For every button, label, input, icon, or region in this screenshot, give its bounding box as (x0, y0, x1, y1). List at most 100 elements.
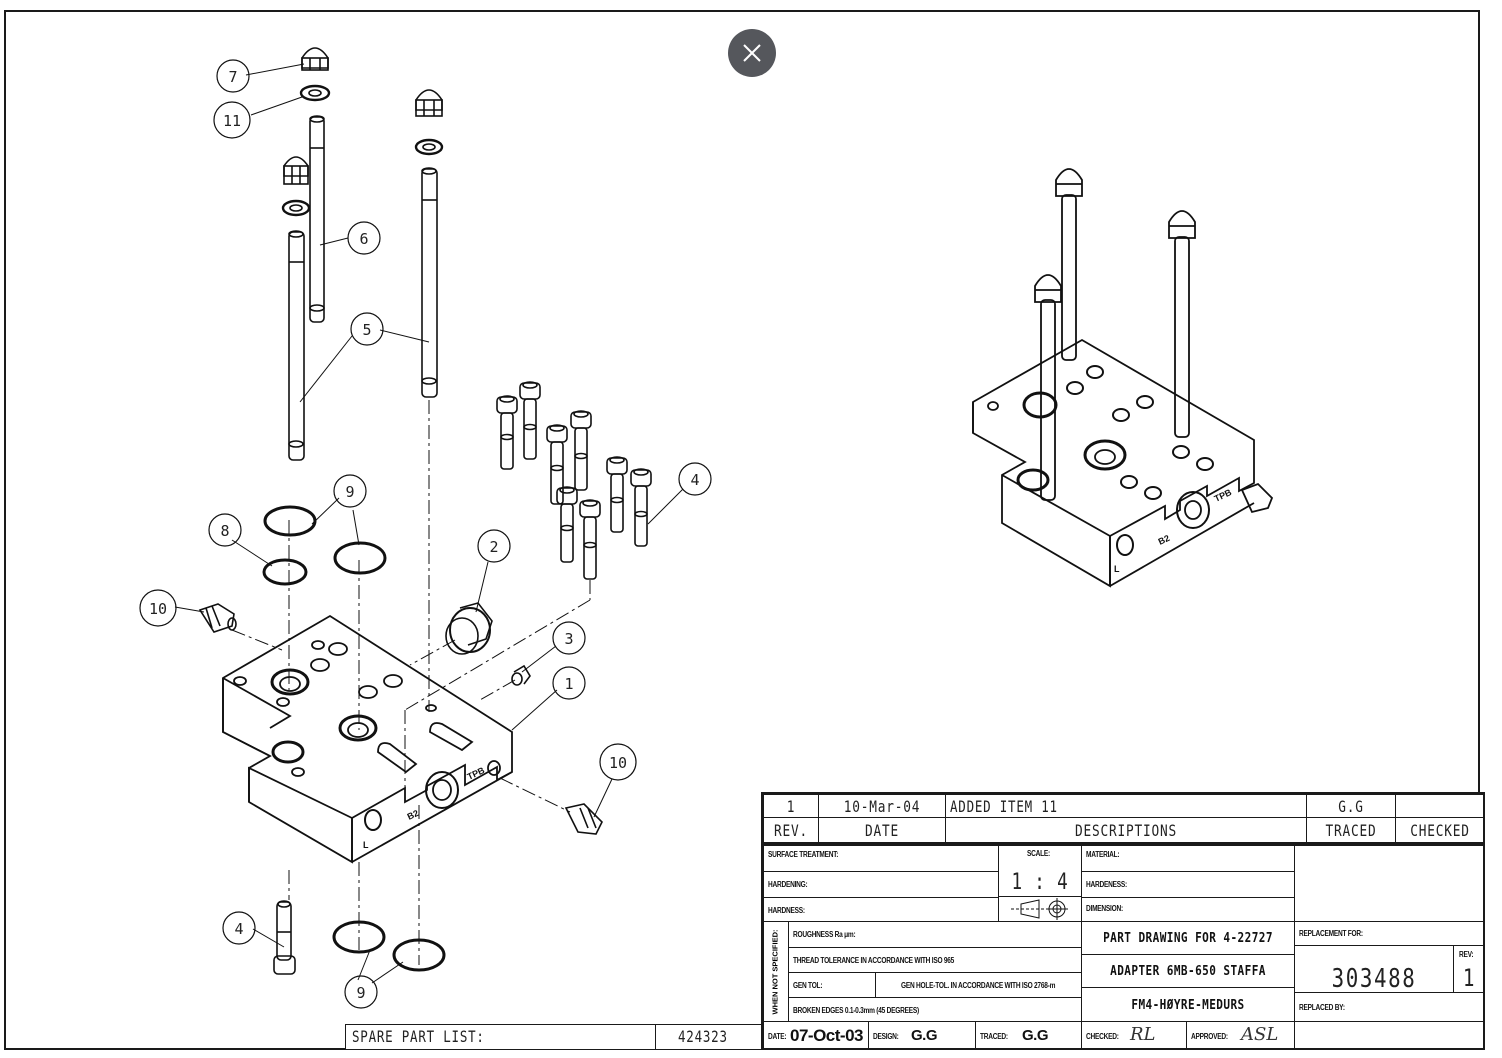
fitting-10 (198, 603, 237, 633)
rev-label: REV: (1459, 950, 1474, 959)
stud-6 (309, 115, 325, 323)
balloon-label-4: 4 (690, 471, 699, 489)
balloons (139, 59, 712, 1009)
approved-label: APPROVED: (1191, 1032, 1228, 1041)
approved-signature: ASL (1241, 1024, 1279, 1045)
balloon-label-4b: 4 (234, 920, 243, 938)
broken-edges-text: BROKEN EDGES 0.1-0.3mm (45 DEGREES) (793, 1006, 919, 1015)
balloon-label-11: 11 (223, 112, 241, 130)
balloon-label-3: 3 (564, 630, 573, 648)
checked-label: CHECKED: (1086, 1032, 1119, 1041)
balloon-4b (222, 911, 256, 945)
blank-field (1294, 1021, 1485, 1050)
cap-screw-4-bottom (273, 900, 296, 975)
spare-part-list: SPARE PART LIST: 424323 (345, 1024, 763, 1050)
balloon-11 (213, 101, 251, 139)
dimension-label: DIMENSION: (1086, 904, 1123, 913)
rev-description: ADDED ITEM 11 (950, 797, 1058, 816)
gen-hole-tol-text: GEN HOLE-TOL. IN ACCORDANCE WITH ISO 276… (901, 981, 1056, 990)
balloon-label-6: 6 (359, 230, 368, 248)
rev-date: 10-Mar-04 (843, 797, 921, 816)
acorn-nut (283, 156, 309, 185)
balloon-10b (599, 743, 637, 781)
traced-value: G.G (1022, 1027, 1049, 1044)
rev-value: 1 (1462, 964, 1476, 992)
balloon-1 (552, 666, 586, 700)
balloon-label-8: 8 (220, 522, 229, 540)
date-label: DATE: (768, 1032, 787, 1041)
balloon-label-10: 10 (149, 600, 167, 618)
balloon-7 (216, 59, 250, 93)
projection-symbol (998, 896, 1082, 922)
design-label: DESIGN: (873, 1032, 899, 1041)
balloon-8 (208, 513, 242, 547)
port-marking-b2: B2 (406, 808, 421, 822)
hardness-label: HARDNESS: (768, 906, 805, 915)
replaced-by-label: REPLACED BY: (1299, 1003, 1345, 1012)
hardeness-label: HARDENESS: (1086, 880, 1127, 889)
washer-11 (299, 84, 331, 102)
title-line-1: PART DRAWING FOR 4-22727 (1103, 931, 1273, 946)
port-marking-l: L (363, 840, 369, 850)
replacement-for-label: REPLACEMENT FOR: (1299, 929, 1363, 938)
balloon-2 (477, 529, 511, 563)
rev-header: REV. (773, 821, 809, 840)
title-block: SURFACE TREATMENT: HARDENING: HARDNESS: … (761, 843, 1485, 1050)
manifold-block-1 (222, 614, 513, 864)
plug-2 (445, 602, 493, 655)
balloon-label-9: 9 (345, 483, 354, 501)
checked-signature: RL (1130, 1024, 1156, 1045)
balloon-label-2: 2 (489, 538, 498, 556)
cap-screws-4 (496, 381, 652, 580)
balloon-9b (344, 975, 378, 1009)
checked-header: CHECKED (1410, 821, 1470, 840)
washer (281, 199, 311, 217)
acorn-nut-7 (301, 47, 329, 71)
title-line-2: ADAPTER 6MB-650 STAFFA (1110, 964, 1266, 979)
balloon-label-1: 1 (564, 675, 573, 693)
washer (414, 138, 444, 156)
traced-header: TRACED (1325, 821, 1377, 840)
gen-tol-label: GEN TOL: (793, 981, 823, 990)
date-header: DATE (864, 821, 900, 840)
traced-label: TRACED: (980, 1032, 1008, 1041)
first-angle-projection-icon (1011, 898, 1068, 920)
rev-traced: G.G (1338, 797, 1364, 816)
close-icon (743, 44, 761, 62)
blank-field (1294, 845, 1485, 922)
descriptions-header: DESCRIPTIONS (1074, 821, 1178, 840)
spare-part-list-value: 424323 (678, 1027, 728, 1046)
balloon-5 (350, 312, 384, 346)
assembled-port-b2: B2 (1157, 533, 1172, 547)
balloon-label-10b: 10 (609, 754, 627, 772)
rev-number: 1 (786, 797, 796, 816)
balloon-label-5: 5 (362, 321, 371, 339)
o-rings-9-bottom (332, 920, 446, 972)
balloon-label-7: 7 (228, 68, 237, 86)
thread-tolerance-text: THREAD TOLERANCE IN ACCORDANCE WITH ISO … (793, 956, 955, 965)
scale-value: 1 : 4 (1011, 870, 1069, 895)
design-value: G.G (911, 1027, 938, 1044)
stud-5-right (421, 167, 438, 398)
balloon-9 (333, 474, 367, 508)
assembled-view (972, 168, 1274, 588)
acorn-nut (415, 89, 443, 117)
balloon-10 (139, 589, 177, 627)
date-value: 07-Oct-03 (790, 1026, 863, 1045)
surface-treatment-label: SURFACE TREATMENT: (768, 850, 839, 859)
close-button[interactable] (728, 29, 776, 77)
scale-label: SCALE: (1027, 849, 1050, 858)
o-ring-9 (263, 505, 317, 537)
assembled-port-tpb: TPB (1213, 487, 1234, 504)
when-not-specified-label: WHEN NOT SPECIFIED: (770, 928, 780, 1015)
material-label: MATERIAL: (1086, 850, 1120, 859)
o-ring-9 (333, 541, 387, 575)
balloon-4 (678, 462, 712, 496)
revision-table: 1 10-Mar-04 ADDED ITEM 11 G.G REV. DATE … (761, 792, 1485, 844)
fitting-10-right (564, 803, 603, 835)
balloon-6 (347, 221, 381, 255)
title-line-3: FM4-HØYRE-MEDURS (1131, 998, 1245, 1013)
drawing-number: 303488 (1331, 964, 1417, 993)
roughness-label: ROUGHNESS Ra μm: (793, 930, 856, 939)
